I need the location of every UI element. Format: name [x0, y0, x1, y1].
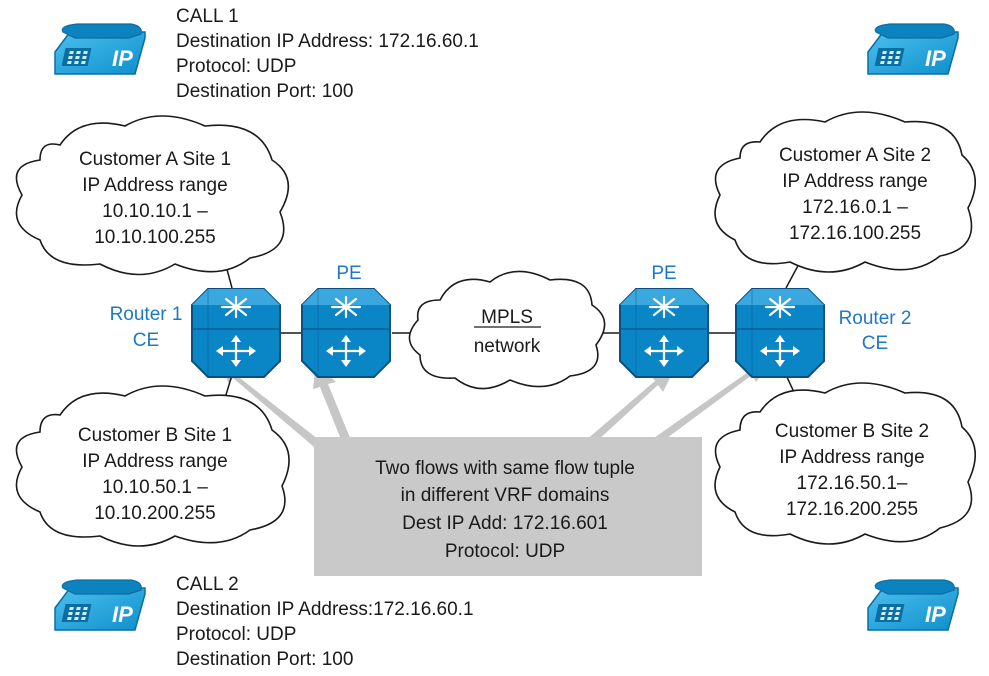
- pe-left-label: PE: [336, 263, 361, 284]
- cloud-customer-a-site-2: Customer A Site 2 IP Address range 172.1…: [714, 111, 976, 273]
- cloud-a1-line-3: 10.10.10.1 –: [102, 201, 208, 222]
- router-2-label: Router 2: [839, 308, 912, 329]
- phone-ip-label: IP: [925, 602, 946, 627]
- cloud-a1-line-1: Customer A Site 1: [79, 149, 231, 170]
- note-line-4: Protocol: UDP: [445, 541, 565, 562]
- call-1-protocol: Protocol: UDP: [176, 56, 296, 77]
- call-2-destination-port: Destination Port: 100: [176, 649, 353, 670]
- cloud-b1-line-1: Customer B Site 1: [78, 425, 232, 446]
- router-1-ce-icon: [190, 287, 282, 379]
- cloud-customer-b-site-2: Customer B Site 2 IP Address range 172.1…: [714, 382, 977, 545]
- pe-right-label: PE: [651, 263, 676, 284]
- cloud-customer-a-site-1: Customer A Site 1 IP Address range 10.10…: [15, 115, 290, 276]
- cloud-b1-line-3: 10.10.50.1 –: [102, 477, 208, 498]
- call-2-destination-ip: Destination IP Address:172.16.60.1: [176, 599, 474, 620]
- ip-phone-icon: IP: [867, 579, 959, 631]
- cloud-mpls-network: MPLS network: [408, 270, 606, 390]
- router-1-role: CE: [133, 330, 159, 351]
- mpls-label-line-1: MPLS: [481, 307, 533, 328]
- call-2-protocol: Protocol: UDP: [176, 624, 296, 645]
- cloud-b2-line-1: Customer B Site 2: [775, 421, 929, 442]
- call-2-title: CALL 2: [176, 574, 239, 595]
- cloud-b1-line-2: IP Address range: [82, 451, 227, 472]
- ip-phone-icon: IP: [867, 23, 959, 75]
- call-2-details: CALL 2 Destination IP Address:172.16.60.…: [176, 574, 474, 670]
- phone-ip-label: IP: [112, 46, 133, 71]
- note-line-3: Dest IP Add: 172.16.601: [402, 513, 608, 534]
- note-line-1: Two flows with same flow tuple: [375, 458, 635, 479]
- cloud-customer-b-site-1: Customer B Site 1 IP Address range 10.10…: [15, 385, 290, 547]
- router-2-role: CE: [862, 333, 888, 354]
- cloud-a2-line-2: IP Address range: [782, 171, 927, 192]
- phone-ip-label: IP: [112, 602, 133, 627]
- mpls-label-line-2: network: [474, 336, 541, 357]
- note-line-2: in different VRF domains: [401, 485, 610, 506]
- call-1-title: CALL 1: [176, 6, 239, 27]
- flow-tuple-note: Two flows with same flow tuple in differ…: [314, 437, 702, 576]
- cloud-b2-line-4: 172.16.200.255: [786, 499, 918, 520]
- cloud-b2-line-2: IP Address range: [779, 447, 924, 468]
- call-1-destination-ip: Destination IP Address: 172.16.60.1: [176, 31, 479, 52]
- pe-left-router-icon: [300, 287, 392, 379]
- phone-ip-label: IP: [925, 46, 946, 71]
- pe-right-router-icon: [618, 287, 710, 379]
- ip-phone-icon: IP: [54, 579, 146, 631]
- call-1-details: CALL 1 Destination IP Address: 172.16.60…: [176, 6, 479, 102]
- call-1-destination-port: Destination Port: 100: [176, 81, 353, 102]
- flow-arrows: [218, 360, 773, 458]
- router-2-ce-icon: [734, 287, 826, 379]
- cloud-a2-line-1: Customer A Site 2: [779, 145, 931, 166]
- cloud-a1-line-4: 10.10.100.255: [94, 227, 216, 248]
- cloud-b1-line-4: 10.10.200.255: [94, 503, 216, 524]
- cloud-a2-line-3: 172.16.0.1 –: [802, 197, 908, 218]
- cloud-b2-line-3: 172.16.50.1–: [797, 473, 908, 494]
- cloud-a2-line-4: 172.16.100.255: [789, 223, 921, 244]
- ip-phone-icon: IP: [54, 23, 146, 75]
- router-1-label: Router 1: [110, 304, 183, 325]
- cloud-a1-line-2: IP Address range: [82, 175, 227, 196]
